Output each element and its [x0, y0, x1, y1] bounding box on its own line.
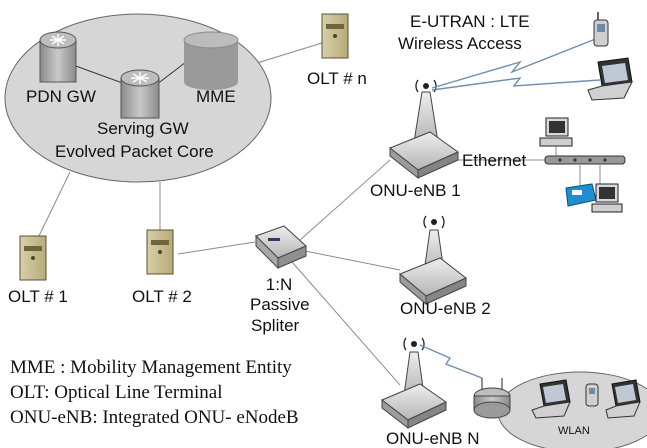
wlan-laptop-icon [531, 379, 571, 419]
olt-n-label: OLT # n [307, 69, 367, 88]
pdn-gw-router-icon [39, 31, 77, 83]
onu-enb-2-tower-icon [399, 215, 467, 306]
olt-2-server-icon [146, 229, 174, 275]
ethernet-switch-icon [544, 155, 626, 165]
wireless-access-label: Wireless Access [398, 34, 522, 53]
wireless-link-icon [419, 37, 601, 379]
wireless-router-icon [473, 378, 511, 419]
legend-onu: ONU-eNB: Integrated ONU- eNodeB [10, 407, 299, 428]
pdn-gw-label: PDN GW [26, 87, 96, 106]
laptop-icon [587, 57, 633, 101]
onu-enb-n-label: ONU-eNB N [386, 429, 480, 448]
passive-splitter-icon [255, 225, 307, 270]
serving-gw-label: Serving GW [97, 119, 189, 138]
ethernet-label: Ethernet [462, 151, 527, 170]
onu-enb-2-label: ONU-eNB 2 [400, 299, 491, 318]
serving-gw-router-icon [120, 69, 160, 119]
olt-n-server-icon [321, 13, 349, 59]
mme-label: MME [196, 87, 236, 106]
olt-1-server-icon [19, 235, 47, 281]
onu-enb-1-tower-icon [389, 79, 459, 180]
mobile-phone-icon [593, 12, 609, 47]
splitter-name-label: Spliter [251, 316, 300, 335]
splitter-ratio-label: 1:N [265, 275, 293, 294]
epc-title: Evolved Packet Core [55, 142, 214, 161]
olt-2-label: OLT # 2 [132, 287, 192, 306]
onu-enb-1-label: ONU-eNB 1 [370, 181, 461, 200]
desktop-computer-icon [539, 117, 573, 147]
wlan-phone-icon [585, 383, 599, 407]
wlan-label: WLAN [558, 425, 590, 437]
onu-enb-n-tower-icon [381, 337, 447, 430]
ip-phone-icon [565, 183, 597, 207]
splitter-passive-label: Passive [250, 295, 310, 314]
olt-1-label: OLT # 1 [8, 287, 68, 306]
links [37, 42, 601, 386]
desktop-computer-2-icon [591, 183, 623, 213]
eutran-label: E-UTRAN : LTE [410, 12, 530, 31]
mme-database-icon [183, 31, 239, 90]
legend-mme: MME : Mobility Management Entity [10, 357, 292, 378]
legend-olt: OLT: Optical Line Terminal [10, 382, 223, 403]
wlan-laptop-2-icon [605, 379, 641, 419]
